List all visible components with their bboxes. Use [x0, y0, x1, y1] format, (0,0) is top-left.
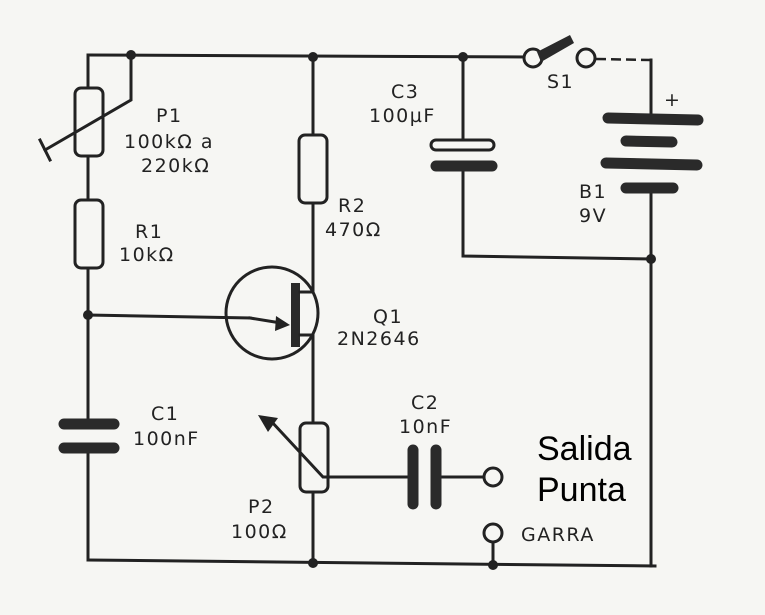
q1-value-label: 2N2646: [337, 328, 421, 350]
junction-node: [646, 254, 656, 264]
p2-value-label: 100Ω: [231, 521, 288, 543]
switch-battery-wire: [595, 57, 652, 62]
r1-ref-label: R1: [135, 221, 163, 243]
c3-ref-label: C3: [391, 81, 419, 103]
b1-value-label: 9V: [579, 205, 607, 227]
p1-potentiometer: [37, 53, 133, 163]
c3-capacitor: [429, 138, 498, 172]
s1-switch[interactable]: [522, 35, 597, 69]
ground-output-terminal[interactable]: [482, 522, 504, 544]
junction-node: [83, 310, 93, 320]
b1-ref-label: B1: [579, 181, 607, 203]
junction-node: [488, 560, 498, 570]
p2-ref-label: P2: [248, 496, 275, 518]
bottom-rail-wire: [86, 558, 657, 568]
c2-value-label: 10nF: [399, 416, 452, 438]
punta-label: Punta: [537, 471, 626, 509]
r1-resistor: [73, 198, 105, 270]
junction-node: [458, 52, 468, 62]
tip-output-terminal[interactable]: [482, 466, 504, 488]
s1-ref-label: S1: [547, 71, 574, 93]
salida-label: Salida: [537, 430, 632, 468]
c2-ref-label: C2: [411, 392, 439, 414]
p1-value2-label: 220kΩ: [141, 155, 210, 177]
c1-capacitor: [58, 418, 120, 454]
b1-polarity-label: +: [664, 89, 681, 111]
q1-ref-label: Q1: [373, 306, 403, 328]
r2-ref-label: R2: [338, 195, 366, 217]
q1-transistor: [224, 265, 320, 361]
q1-emitter-wire: [86, 313, 252, 320]
top-rail-wire: [86, 53, 530, 59]
garra-label: GARRA: [521, 524, 595, 546]
c1-value-label: 100nF: [133, 428, 200, 450]
b1-battery: [600, 112, 704, 194]
p1-ref-label: P1: [156, 105, 183, 127]
r2-resistor: [297, 133, 329, 205]
c3-wire: [461, 55, 653, 261]
c3-value-label: 100µF: [369, 105, 436, 127]
p2-potentiometer: [258, 415, 357, 494]
c1-ref-label: C1: [151, 403, 179, 425]
junction-node: [308, 52, 318, 62]
p1-value-label: 100kΩ a: [124, 131, 214, 153]
r2-value-label: 470Ω: [325, 219, 382, 241]
r1-value-label: 10kΩ: [119, 244, 175, 266]
c2-capacitor: [407, 444, 442, 510]
junction-node: [308, 558, 318, 568]
